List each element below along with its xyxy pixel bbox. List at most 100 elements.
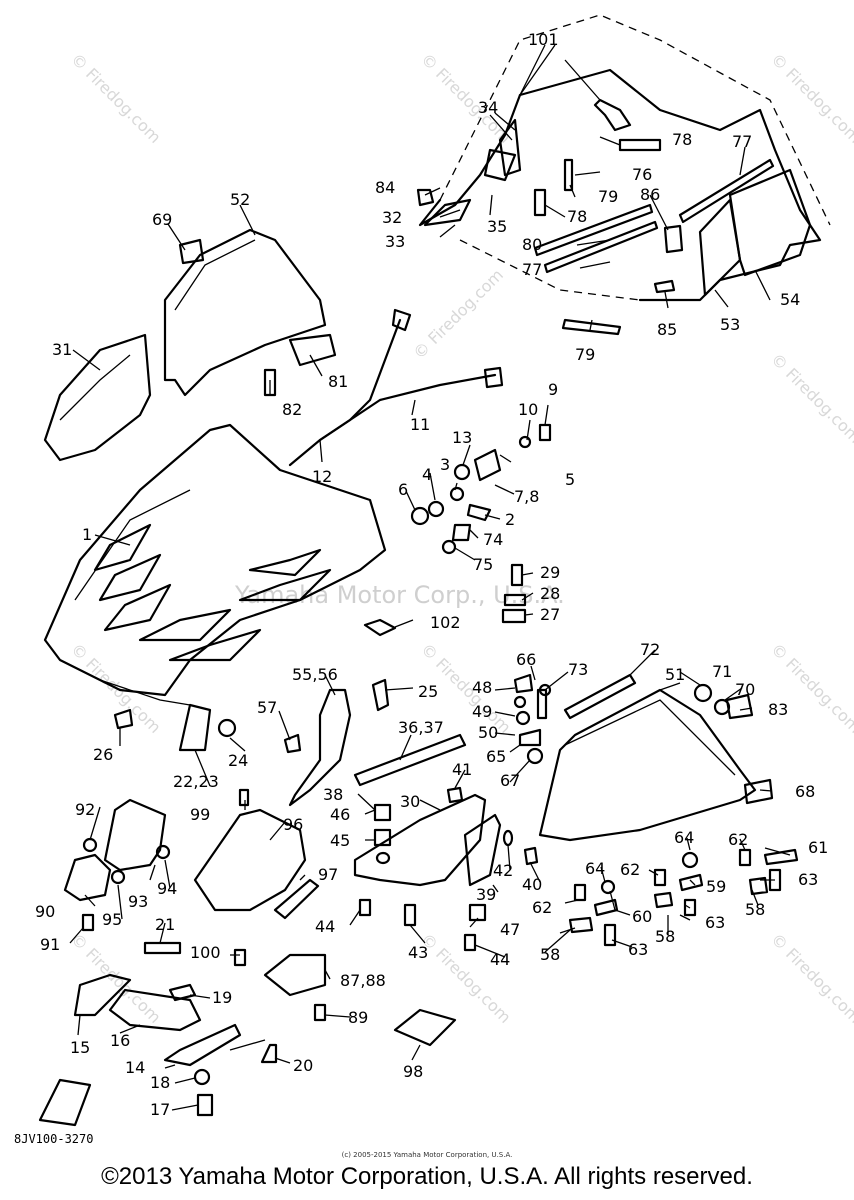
- watermark: © Firedog.com: [67, 49, 165, 147]
- label-89: 89: [348, 1008, 368, 1027]
- label-86: 86: [640, 185, 660, 204]
- label-63: 63: [628, 940, 648, 959]
- watermark-layer: © Firedog.com © Firedog.com © Firedog.co…: [67, 49, 854, 1027]
- seat-base-parts: [233, 948, 457, 1047]
- label-78: 78: [567, 207, 587, 226]
- small-copyright: (c) 2005-2015 Yamaha Motor Corporation, …: [341, 1151, 513, 1159]
- label-2: 2: [505, 510, 515, 529]
- label-47: 47: [500, 920, 520, 939]
- watermark: © Firedog.com: [767, 639, 854, 737]
- label-52: 52: [230, 190, 250, 209]
- label-63: 63: [798, 870, 818, 889]
- label-69: 69: [152, 210, 172, 229]
- label-18: 18: [150, 1073, 170, 1092]
- label-46: 46: [330, 805, 350, 824]
- label-24: 24: [228, 751, 248, 770]
- label-96: 96: [283, 815, 303, 834]
- watermark: © Firedog.com: [417, 49, 515, 147]
- label-85: 85: [657, 320, 677, 339]
- label-82: 82: [282, 400, 302, 419]
- right-lower-fasteners: [358, 848, 799, 952]
- label-35: 35: [487, 217, 507, 236]
- label-102: 102: [430, 613, 461, 632]
- label-53: 53: [720, 315, 740, 334]
- windshield: [416, 14, 831, 336]
- label-71: 71: [712, 662, 732, 681]
- label-43: 43: [408, 943, 428, 962]
- label-31: 31: [52, 340, 72, 359]
- label-13: 13: [452, 428, 472, 447]
- label-11: 11: [410, 415, 430, 434]
- label-26: 26: [93, 745, 113, 764]
- label-87-88: 87,88: [340, 971, 386, 990]
- label-92: 92: [75, 800, 95, 819]
- label-33: 33: [385, 232, 405, 251]
- label-84: 84: [375, 178, 395, 197]
- label-81: 81: [328, 372, 348, 391]
- label-78: 78: [672, 130, 692, 149]
- label-34: 34: [478, 98, 498, 117]
- label-48: 48: [472, 678, 492, 697]
- copyright-notice: ©2013 Yamaha Motor Corporation, U.S.A. A…: [101, 1163, 753, 1190]
- label-73: 73: [568, 660, 588, 679]
- label-54: 54: [780, 290, 800, 309]
- hood: [43, 423, 387, 706]
- label-58: 58: [745, 900, 765, 919]
- label-58: 58: [540, 945, 560, 964]
- label-36-37: 36,37: [398, 718, 444, 737]
- label-21: 21: [155, 915, 175, 934]
- label-90: 90: [35, 902, 55, 921]
- label-60: 60: [632, 907, 652, 926]
- cable-assembly: [288, 308, 504, 467]
- label-74: 74: [483, 530, 503, 549]
- label-10: 10: [518, 400, 538, 419]
- label-62: 62: [728, 830, 748, 849]
- label-44: 44: [315, 917, 335, 936]
- label-94: 94: [157, 879, 177, 898]
- label-57: 57: [257, 698, 277, 717]
- label-14: 14: [125, 1058, 145, 1077]
- label-3: 3: [440, 455, 450, 474]
- label-4: 4: [422, 465, 432, 484]
- label-17: 17: [150, 1100, 170, 1119]
- label-39: 39: [476, 885, 496, 904]
- label-19: 19: [212, 988, 232, 1007]
- label-95: 95: [102, 910, 122, 929]
- center-brackets: [283, 673, 552, 887]
- label-22-23: 22,23: [173, 772, 219, 791]
- bottom-left-brackets: [38, 941, 278, 1127]
- label-58: 58: [655, 927, 675, 946]
- label-80: 80: [522, 235, 542, 254]
- label-49: 49: [472, 702, 492, 721]
- label-25: 25: [418, 682, 438, 701]
- label-41: 41: [452, 760, 472, 779]
- watermark: © Firedog.com: [767, 49, 854, 147]
- label-91: 91: [40, 935, 60, 954]
- label-32: 32: [382, 208, 402, 227]
- left-fasteners: [113, 703, 250, 807]
- watermark: © Firedog.com: [767, 929, 854, 1027]
- label-68: 68: [795, 782, 815, 801]
- label-75: 75: [473, 555, 493, 574]
- fasteners-right: [363, 423, 552, 637]
- side-cover-right: [538, 673, 774, 842]
- label-76: 76: [632, 165, 652, 184]
- label-50: 50: [478, 723, 498, 742]
- label-62: 62: [532, 898, 552, 917]
- label-6: 6: [398, 480, 408, 499]
- label-61: 61: [808, 838, 828, 857]
- label-98: 98: [403, 1062, 423, 1081]
- label-64: 64: [585, 859, 605, 878]
- label-16: 16: [110, 1031, 130, 1050]
- label-64: 64: [674, 828, 694, 847]
- label-15: 15: [70, 1038, 90, 1057]
- label-77: 77: [522, 260, 542, 279]
- label-101: 101: [528, 30, 559, 49]
- side-panels-upper: [43, 228, 337, 462]
- label-100: 100: [190, 943, 221, 962]
- label-59: 59: [706, 877, 726, 896]
- label-93: 93: [128, 892, 148, 911]
- label-42: 42: [493, 861, 513, 880]
- label-20: 20: [293, 1056, 313, 1075]
